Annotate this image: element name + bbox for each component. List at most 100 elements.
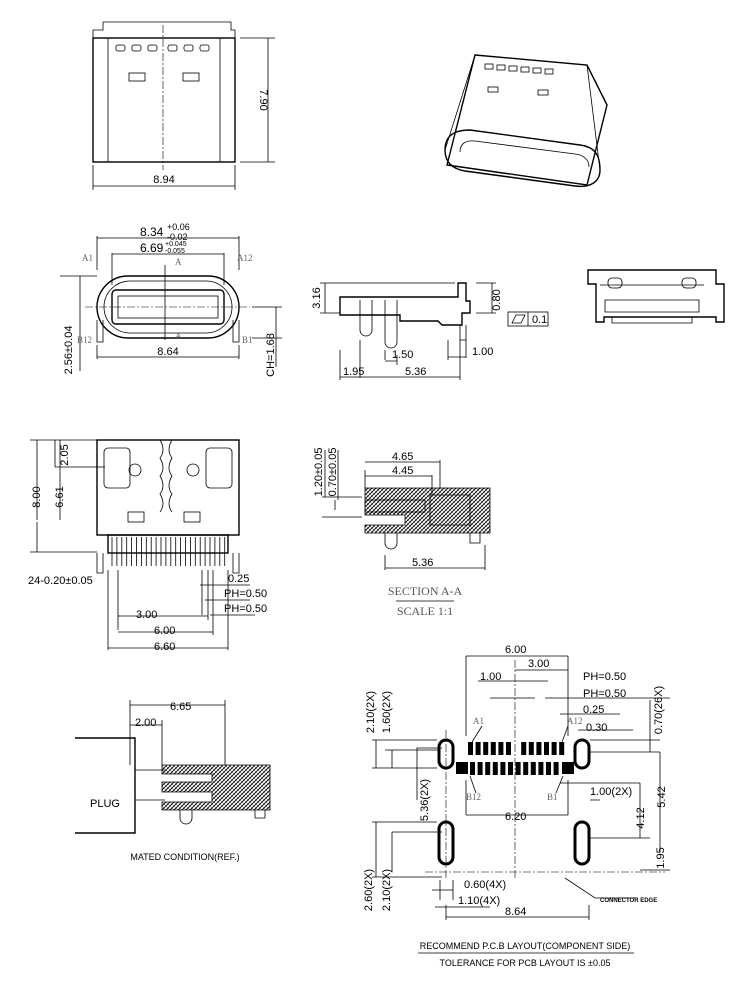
section-a-a: 1.20±0.05 0.70±0.05 4.65 4.45 5.36 SECTI… — [313, 448, 491, 618]
section-mark-top: A — [175, 257, 182, 267]
outer-tol-plus: +0.06 — [167, 222, 190, 232]
connector-edge-label: CONNECTOR EDGE — [600, 898, 657, 904]
outer-width-dim: 8.34 — [140, 225, 164, 239]
bottom-dim-800: 8.00 — [31, 486, 43, 507]
center-height-dim: CH=1.68 — [265, 333, 277, 377]
side-dim-536: 5.36 — [405, 366, 426, 378]
pcb-pin-b1: B1 — [547, 792, 558, 802]
pcb-pad-row-b — [477, 762, 483, 775]
pin-label-b1: B1 — [242, 335, 253, 345]
pcb-dim-100: 1.00 — [480, 671, 501, 683]
pcb-pad-row-a — [490, 742, 496, 755]
side-dim-150: 1.50 — [392, 349, 413, 361]
plug-label: PLUG — [90, 798, 120, 810]
pcb-pad-row-a — [528, 742, 534, 755]
pcb-dim-070: 0.70(26X) — [653, 686, 665, 734]
mated-caption: MATED CONDITION(REF.) — [130, 852, 239, 862]
bottom-pitch-2: PH=0.50 — [224, 603, 267, 615]
side-dim-195: 1.95 — [343, 366, 364, 378]
pcb-pad-row-b — [470, 762, 475, 775]
top-view: 8.94 7.90 — [92, 21, 275, 190]
side-view: 3.16 0.80 0.1 1.50 1.00 1.95 5.36 — [311, 282, 549, 380]
pcb-pitch-2: PH=0.50 — [583, 688, 626, 700]
pcb-pad-row-b — [500, 762, 506, 775]
side-tab-dim: 0.80 — [491, 289, 503, 310]
inner-tol-minus: -0.055 — [165, 248, 185, 255]
pcb-dim-160: 1.60(2X) — [381, 691, 393, 733]
section-dim-465: 4.65 — [392, 451, 413, 463]
pin-count-dim: 24-0.20±0.05 — [28, 575, 93, 587]
mated-dim-200: 2.00 — [135, 717, 156, 729]
pcb-pad-row-a — [536, 742, 542, 755]
pcb-dim-110: 1.10(4X) — [458, 895, 500, 907]
pcb-pad-row-b — [508, 762, 513, 775]
pcb-dim-210-bottom: 2.10(2X) — [381, 869, 393, 911]
side-height-dim: 3.16 — [311, 287, 323, 308]
pcb-dim-030: 0.30 — [586, 722, 607, 734]
pcb-dim-260: 2.60(2X) — [363, 869, 375, 911]
pcb-pad-row-a — [506, 742, 511, 755]
pcb-dim-100-2x: 1.00(2X) — [590, 786, 632, 798]
pcb-pad-row-a — [521, 742, 527, 755]
bottom-dim-661: 6.61 — [54, 486, 66, 507]
pcb-pad-row-a — [468, 742, 473, 755]
pcb-dim-536: 5.36(2X) — [419, 779, 431, 821]
pin-label-a1: A1 — [82, 253, 93, 263]
pcb-layout-title: RECOMMEND P.C.B LAYOUT(COMPONENT SIDE) — [420, 941, 631, 951]
pcb-pad-row-a — [475, 742, 481, 755]
pcb-dim-542: 5.42 — [656, 786, 668, 807]
pcb-pitch-1: PH=0.50 — [583, 671, 626, 683]
pcb-dim-025: 0.25 — [583, 704, 604, 716]
section-scale: SCALE 1:1 — [397, 604, 453, 618]
bottom-dim-660: 6.60 — [154, 641, 175, 653]
pcb-pad-row-a — [483, 742, 489, 755]
pcb-dim-864: 8.64 — [505, 906, 526, 918]
section-dim-120: 1.20±0.05 — [313, 448, 325, 497]
pcb-pad-row-b — [492, 762, 498, 775]
pcb-pad-row-b — [546, 762, 551, 775]
pcb-pad-row-b — [515, 762, 521, 775]
pcb-pad-row-a — [498, 742, 504, 755]
inner-width-dim: 6.69 — [140, 241, 164, 255]
pin-label-a12: A12 — [237, 253, 253, 263]
bottom-dim-025: 0.25 — [228, 573, 249, 585]
front-view: 8.34 +0.06 -0.02 6.69 +0.045 -0.055 A1 A… — [60, 222, 282, 377]
pcb-layout: 6.00 3.00 1.00 PH=0.50 PH=0.50 0.25 0.30… — [363, 644, 670, 968]
pcb-dim-620: 6.20 — [505, 811, 526, 823]
mated-dim-665: 6.65 — [170, 701, 191, 713]
height-dim: 2.56±0.04 — [63, 326, 75, 375]
pcb-pad-row-b — [485, 762, 491, 775]
pcb-dim-210-top: 2.10(2X) — [365, 691, 377, 733]
pcb-dim-195: 1.95 — [655, 847, 667, 868]
pcb-pin-b12: B12 — [466, 792, 481, 802]
side-dim-100: 1.00 — [472, 346, 493, 358]
section-dim-445: 4.45 — [392, 465, 413, 477]
pcb-pad-row-a — [544, 742, 549, 755]
pcb-dim-412: 4.12 — [635, 807, 647, 828]
pcb-dim-600: 6.00 — [505, 644, 526, 656]
pcb-pin-a12: A12 — [567, 716, 583, 726]
section-dim-070: 0.70±0.05 — [327, 448, 339, 497]
pcb-dim-300: 3.00 — [528, 658, 549, 670]
section-title: SECTION A-A — [388, 584, 463, 598]
bottom-dim-600: 6.00 — [154, 625, 175, 637]
bottom-dim-205: 2.05 — [59, 444, 71, 465]
pcb-pad-row-a — [551, 742, 557, 755]
pcb-pin-a1: A1 — [473, 716, 484, 726]
pcb-pad-row-b — [530, 762, 536, 775]
pcb-dim-060: 0.60(4X) — [464, 879, 506, 891]
section-dim-536: 5.36 — [412, 557, 433, 569]
top-height-dim: 7.90 — [257, 89, 269, 110]
pin-label-b12: B12 — [77, 335, 92, 345]
pcb-ground-pad — [562, 762, 574, 774]
end-view — [587, 269, 725, 324]
pcb-pad-row-b — [553, 762, 559, 775]
inner-tol-plus: +0.045 — [165, 241, 187, 248]
bottom-dim-300: 3.00 — [136, 609, 157, 621]
pcb-pad-row-b — [523, 762, 529, 775]
bottom-view: 2.05 8.00 6.61 24-0.20±0.05 0.25 PH=0.50… — [28, 439, 267, 653]
isometric-view — [444, 54, 608, 188]
pcb-tolerance-note: TOLERANCE FOR PCB LAYOUT IS ±0.05 — [440, 958, 611, 968]
